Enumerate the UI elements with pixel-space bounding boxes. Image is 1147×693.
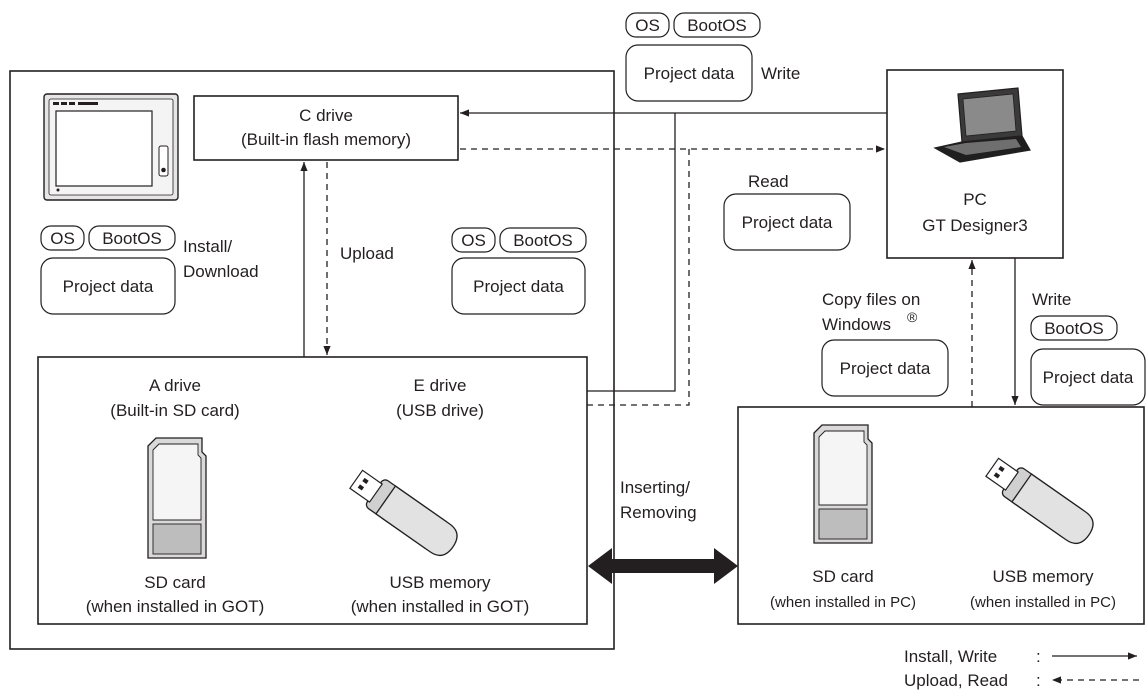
inserting-line2: Removing bbox=[620, 503, 697, 522]
e-drive-subtitle: (USB drive) bbox=[396, 401, 484, 420]
sd-card-icon bbox=[147, 437, 207, 559]
mid-os-tag bbox=[451, 227, 496, 253]
top-project-data-label: Project data bbox=[644, 64, 735, 83]
install-os-label: OS bbox=[50, 229, 75, 248]
read-project-data-box bbox=[723, 193, 851, 251]
read-label: Read bbox=[748, 172, 789, 191]
c-drive-title: C drive bbox=[299, 106, 353, 125]
registered-mark: ® bbox=[907, 309, 918, 325]
install-label-line2: Download bbox=[183, 262, 259, 281]
inserting-line1: Inserting/ bbox=[620, 478, 690, 497]
top-bootos-tag bbox=[673, 12, 761, 38]
sd-card-title: SD card bbox=[144, 573, 205, 592]
pc-usb-memory-title: USB memory bbox=[992, 567, 1094, 586]
mid-project-data-label: Project data bbox=[473, 277, 564, 296]
upload-label: Upload bbox=[340, 244, 394, 263]
copy-project-data-label: Project data bbox=[840, 359, 931, 378]
mid-os-label: OS bbox=[461, 231, 486, 250]
mid-bootos-tag bbox=[499, 227, 587, 253]
usb-memory-title: USB memory bbox=[389, 573, 491, 592]
top-os-tag bbox=[625, 12, 670, 38]
legend-install-write-label: Install, Write bbox=[904, 647, 997, 666]
top-project-data-box bbox=[625, 44, 753, 102]
inserting-double-arrow bbox=[588, 548, 738, 584]
write-right-bootos-tag bbox=[1030, 315, 1118, 341]
c-drive-box bbox=[193, 95, 459, 161]
copy-files-line2: Windows bbox=[822, 315, 891, 334]
usb-link-line bbox=[587, 113, 676, 392]
laptop-icon bbox=[933, 87, 1031, 163]
pc-sd-card-icon bbox=[813, 424, 873, 544]
sd-card-subtitle: (when installed in GOT) bbox=[86, 597, 265, 616]
top-os-label: OS bbox=[635, 16, 660, 35]
usb-memory-icon bbox=[349, 469, 458, 557]
write-right-project-data-label: Project data bbox=[1043, 368, 1134, 387]
copy-files-line1: Copy files on bbox=[822, 290, 920, 309]
mid-project-data-box bbox=[451, 257, 586, 315]
a-drive-title: A drive bbox=[149, 376, 201, 395]
install-bootos-label: BootOS bbox=[102, 229, 162, 248]
pc-sd-card-subtitle: (when installed in PC) bbox=[770, 594, 916, 611]
mid-bootos-label: BootOS bbox=[513, 231, 573, 250]
got-device-icon bbox=[43, 93, 179, 201]
install-project-data-box bbox=[40, 257, 176, 315]
c-drive-subtitle: (Built-in flash memory) bbox=[241, 130, 411, 149]
top-write-label: Write bbox=[761, 64, 800, 83]
pc-sd-card-title: SD card bbox=[812, 567, 873, 586]
write-right-project-data-box bbox=[1030, 348, 1146, 406]
e-drive-title: E drive bbox=[414, 376, 467, 395]
legend-upload-read-label: Upload, Read bbox=[904, 671, 1008, 690]
legend-upload-read-sep: : bbox=[1036, 671, 1041, 690]
install-project-data-label: Project data bbox=[63, 277, 154, 296]
pc-usb-memory-icon bbox=[985, 457, 1094, 545]
read-project-data-label: Project data bbox=[742, 213, 833, 232]
usb-memory-subtitle: (when installed in GOT) bbox=[351, 597, 530, 616]
got-media-box bbox=[37, 356, 588, 625]
write-right-label: Write bbox=[1032, 290, 1071, 309]
top-bootos-label: BootOS bbox=[687, 16, 747, 35]
write-right-bootos-label: BootOS bbox=[1044, 319, 1104, 338]
install-bootos-tag bbox=[88, 225, 176, 251]
got-frame bbox=[9, 70, 615, 650]
install-os-tag bbox=[40, 225, 85, 251]
legend-install-write-sep: : bbox=[1036, 647, 1041, 666]
pc-subtitle: GT Designer3 bbox=[922, 216, 1028, 235]
pc-usb-memory-subtitle: (when installed in PC) bbox=[970, 594, 1116, 611]
pc-title: PC bbox=[963, 190, 987, 209]
copy-project-data-box bbox=[821, 339, 949, 397]
usb-read-link-line bbox=[587, 149, 690, 406]
a-drive-subtitle: (Built-in SD card) bbox=[110, 401, 239, 420]
install-label-line1: Install/ bbox=[183, 237, 232, 256]
